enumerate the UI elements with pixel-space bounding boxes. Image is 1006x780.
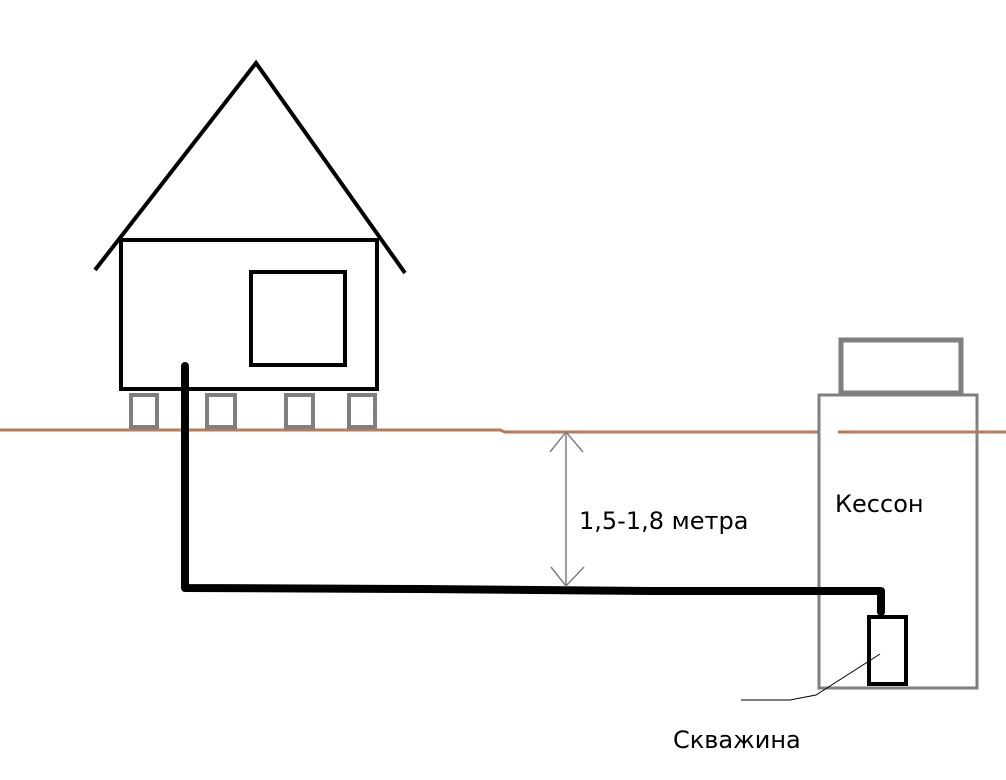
ground-line bbox=[0, 428, 1006, 434]
foundation-post bbox=[129, 393, 159, 429]
water-pipe bbox=[181, 362, 885, 616]
well-leader-line bbox=[741, 653, 881, 701]
foundation-post bbox=[205, 393, 237, 429]
foundation-post bbox=[347, 393, 377, 429]
well-label: Скважина bbox=[673, 726, 801, 754]
caisson-lid bbox=[838, 337, 964, 396]
arrowhead-top bbox=[549, 430, 584, 453]
depth-label: 1,5-1,8 метра bbox=[579, 507, 748, 535]
caisson bbox=[817, 337, 979, 690]
arrowhead-bottom bbox=[550, 566, 585, 588]
house-foundation-posts bbox=[129, 393, 377, 429]
house-window bbox=[249, 270, 347, 367]
well-head bbox=[867, 615, 908, 686]
depth-dimension-arrow bbox=[549, 430, 585, 588]
house bbox=[93, 59, 407, 429]
foundation-post bbox=[284, 393, 315, 429]
caisson-label: Кессон bbox=[835, 490, 924, 518]
house-roof bbox=[93, 59, 407, 275]
